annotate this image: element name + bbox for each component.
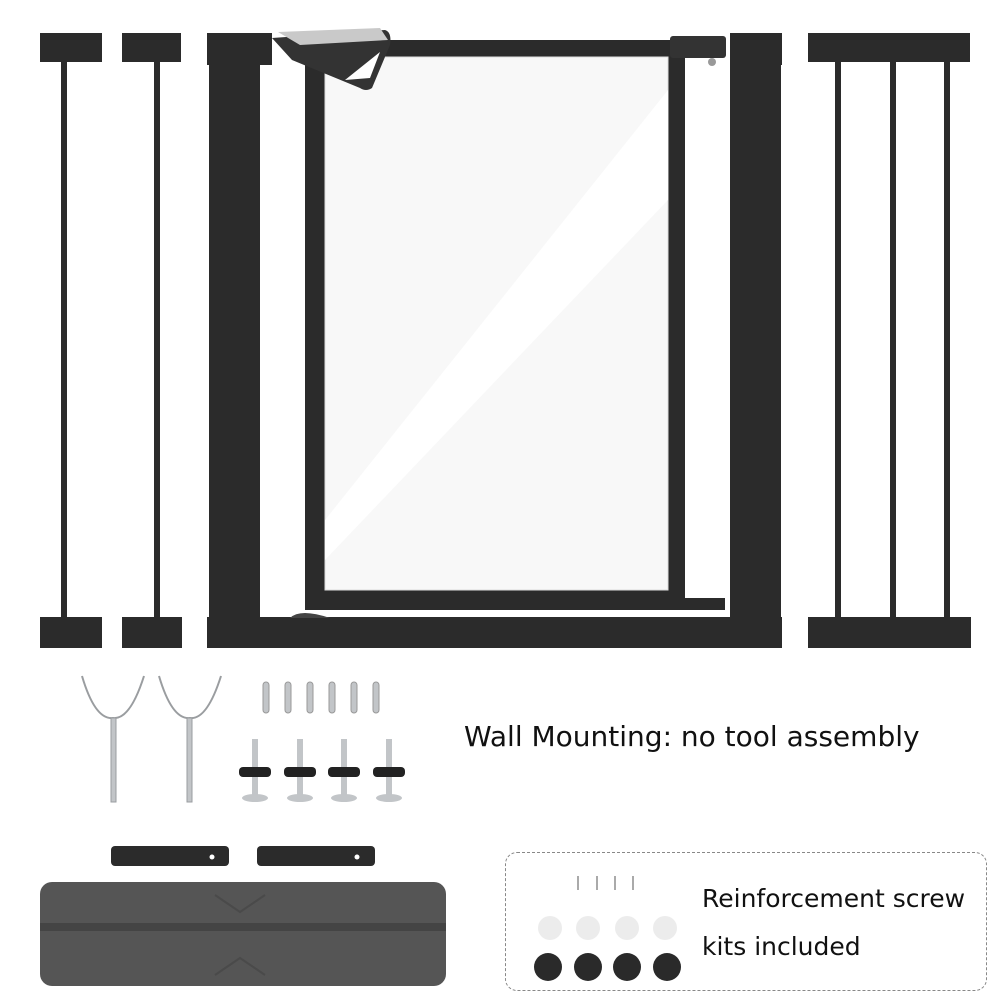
reinforcement-caption-line2: kits included — [702, 932, 861, 961]
extension-piece-left-2 — [122, 33, 182, 648]
extension-piece-left-1 — [40, 33, 102, 648]
pressure-spindles — [239, 739, 405, 802]
gate-frame — [207, 33, 782, 648]
y-mounting-hooks — [81, 675, 222, 803]
gate-door — [272, 28, 726, 618]
threshold-step-pad — [40, 882, 446, 986]
pins — [262, 681, 380, 714]
extension-piece-right — [808, 33, 971, 648]
wall-mounting-caption: Wall Mounting: no tool assembly — [464, 720, 920, 753]
reinforcement-kit-items — [534, 876, 681, 981]
reinforcement-caption-line1: Reinforcement screw — [702, 884, 966, 913]
reinforcement-kit-box — [505, 852, 987, 991]
door-stop-brackets — [111, 846, 375, 866]
